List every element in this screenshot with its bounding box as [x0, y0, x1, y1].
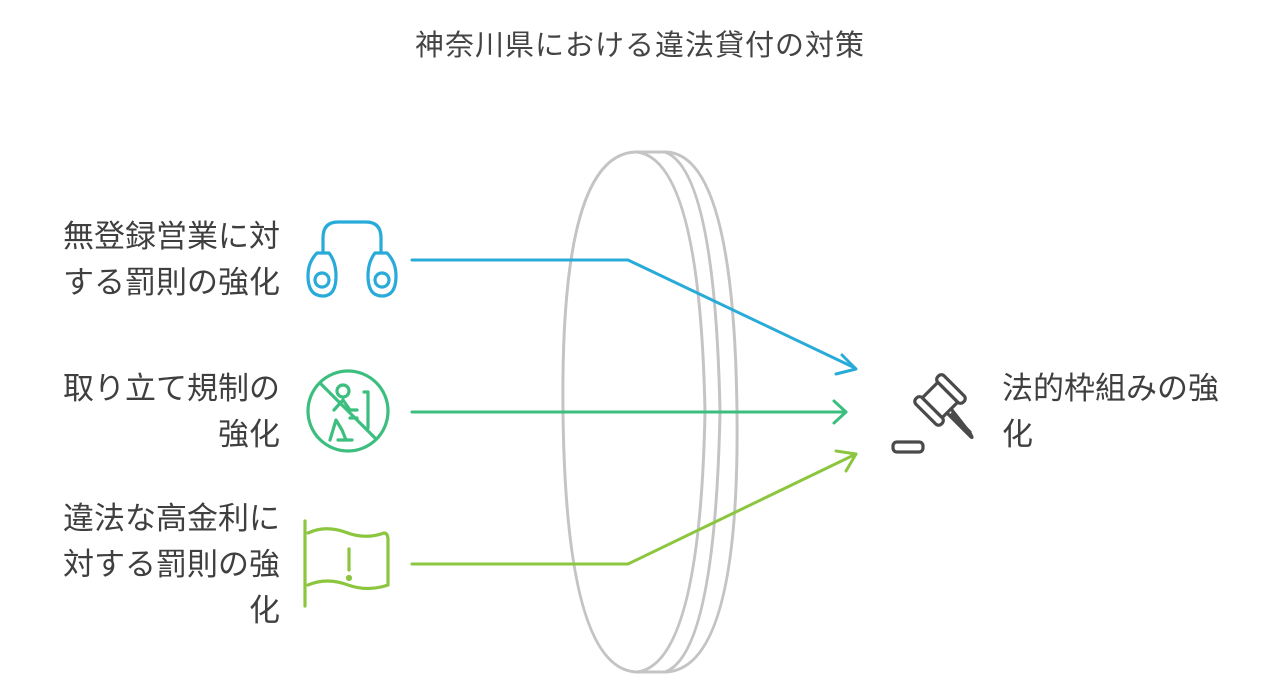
input-label-2: 取り立て規制の 強化 [24, 366, 280, 458]
output-label-line-1: 法的枠組みの強 [1002, 371, 1219, 407]
input-label-3: 違法な高金利に 対する罰則の強 化 [24, 496, 280, 634]
input-label-3-line-1: 違法な高金利に [63, 501, 280, 537]
input-label-1-line-1: 無登録営業に対 [63, 219, 280, 255]
input-label-1-line-2: する罰則の強化 [63, 265, 280, 301]
input-label-2-line-2: 強化 [218, 417, 280, 453]
input-label-1: 無登録営業に対 する罰則の強化 [24, 214, 280, 306]
no-harassment-icon [306, 369, 390, 453]
input-label-3-line-3: 化 [249, 593, 280, 629]
warning-flag-icon [303, 519, 390, 608]
input-label-3-line-2: 対する罰則の強 [63, 547, 280, 583]
connector-green [410, 399, 848, 425]
gavel-icon [891, 373, 974, 454]
output-label: 法的枠組みの強 化 [1002, 366, 1272, 458]
input-label-2-line-1: 取り立て規制の [63, 371, 280, 407]
handcuffs-icon [306, 220, 398, 298]
diagram-title: 神奈川県における違法貸付の対策 [414, 28, 865, 62]
connector-lime [410, 449, 858, 566]
output-label-line-2: 化 [1002, 417, 1033, 453]
connector-blue [410, 258, 858, 376]
